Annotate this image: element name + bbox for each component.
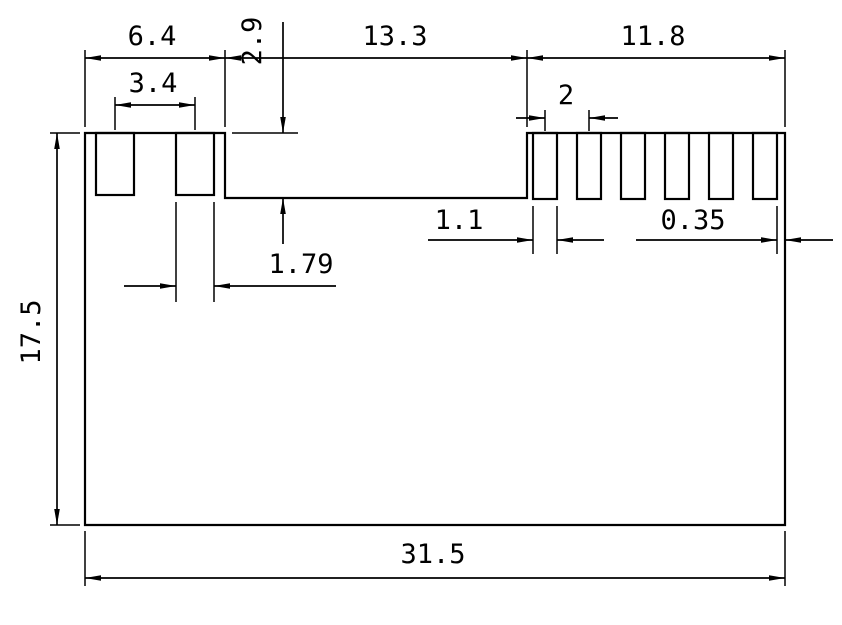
dimension-overall-height: 17.5 <box>16 132 80 526</box>
dim-label-notch-width: 13.3 <box>362 21 427 52</box>
dimension-right-slot-pitch: 2 <box>516 80 618 131</box>
dim-label-overall-height: 17.5 <box>16 299 47 364</box>
right-slot-3 <box>619 131 647 201</box>
left-slot-2 <box>174 131 216 197</box>
right-slot-2 <box>575 131 603 201</box>
dimension-left-slot-width: 1.79 <box>124 202 336 302</box>
left-slot-1 <box>94 131 136 197</box>
dimension-notch-depth: 2.9 <box>232 17 298 244</box>
right-slot-1 <box>531 131 559 201</box>
dim-label-top-right-width: 11.8 <box>620 21 685 52</box>
dimension-notch-width: 13.3 <box>225 21 528 127</box>
dim-label-overall-width: 31.5 <box>400 539 465 570</box>
dimension-left-slot-pitch: 3.4 <box>114 68 196 130</box>
dim-label-top-left-width: 6.4 <box>128 21 177 52</box>
dimension-right-slot-width: 1.1 <box>428 205 604 254</box>
dim-label-left-slot-width: 1.79 <box>268 249 333 280</box>
dimension-top-left-width: 6.4 <box>84 21 226 127</box>
part <box>83 131 787 527</box>
right-slot-4 <box>663 131 691 201</box>
dim-label-right-edge-rib: 0.35 <box>660 205 725 236</box>
dimension-overall-width: 31.5 <box>84 531 786 586</box>
dimension-right-edge-rib: 0.35 <box>636 205 833 254</box>
right-slot-6 <box>751 131 779 201</box>
dimension-top-right-width: 11.8 <box>527 21 786 127</box>
dim-label-right-slot-pitch: 2 <box>558 80 574 111</box>
dim-label-left-slot-pitch: 3.4 <box>129 68 178 99</box>
part-outline <box>83 131 787 527</box>
right-slot-5 <box>707 131 735 201</box>
dim-label-right-slot-width: 1.1 <box>435 205 484 236</box>
dim-label-notch-depth: 2.9 <box>237 17 268 66</box>
